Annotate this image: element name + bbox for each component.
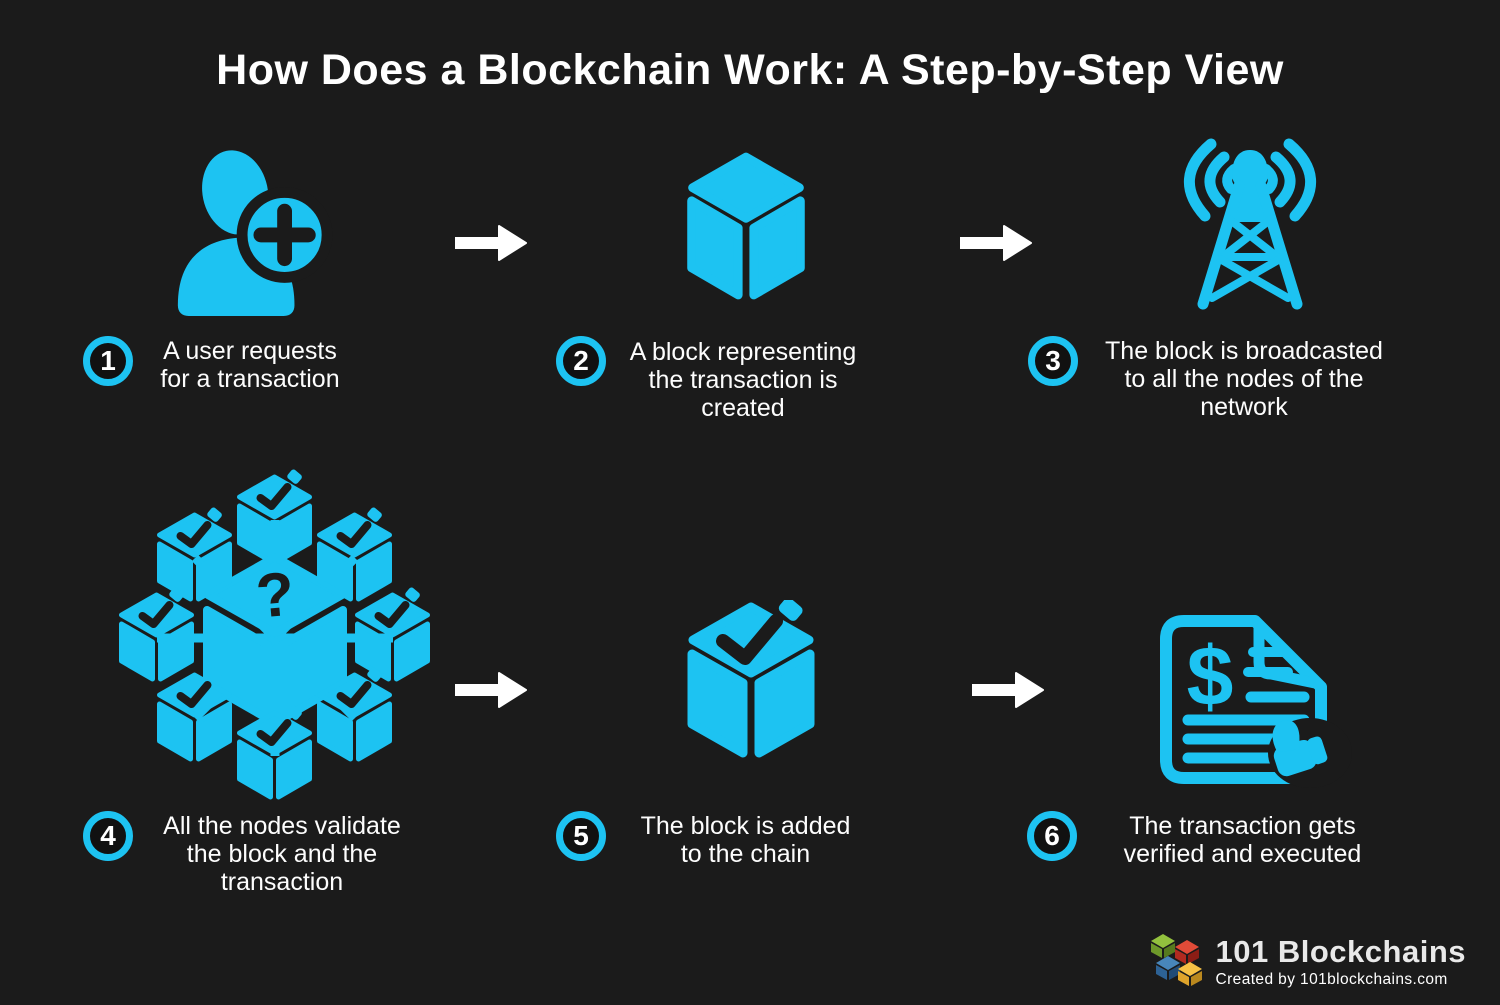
user-add-icon [166,142,334,323]
step-number: 2 [573,345,589,376]
page-title: How Does a Blockchain Work: A Step-by-St… [216,46,1284,94]
step-number-badge: 1 [83,336,133,386]
step-number: 5 [573,820,589,851]
step-label: The block is added to the chain [640,812,851,868]
brand-logo: 101 Blockchains Created by 101blockchain… [1148,933,1466,991]
step-number-badge: 2 [556,336,606,386]
arrow-right-icon [960,225,1032,261]
transaction-document-icon: $ [1158,612,1353,797]
brand-name: 101 Blockchains [1215,933,1466,969]
step-label: All the nodes validate the block and the… [163,812,401,896]
svg-text:$: $ [1187,629,1234,723]
svg-text:?: ? [253,560,297,632]
step-label: A block representing the transaction is … [629,338,857,422]
step-number-badge: 4 [83,811,133,861]
step-label: The transaction gets verified and execut… [1123,812,1362,868]
brand-credit: Created by 101blockchains.com [1215,970,1448,988]
arrow-right-icon [972,672,1044,708]
step-label: A user requests for a transaction [160,337,340,393]
arrow-right-icon [455,672,527,708]
logo-cubes-icon [1150,934,1202,986]
nodes-network-icon: ? [100,463,450,820]
block-check-icon [676,597,826,767]
step-label: The block is broadcasted to all the node… [1105,337,1383,421]
step-number: 1 [100,345,116,376]
step-number: 4 [100,820,116,851]
step-number-badge: 3 [1028,336,1078,386]
step-number-badge: 5 [556,811,606,861]
thumbs-up-icon [1272,720,1328,777]
step-number: 3 [1045,345,1061,376]
broadcast-tower-icon [1165,138,1335,317]
arrow-right-icon [455,225,527,261]
block-cube-icon [678,148,814,313]
step-number-badge: 6 [1027,811,1077,861]
step-number: 6 [1044,820,1060,851]
